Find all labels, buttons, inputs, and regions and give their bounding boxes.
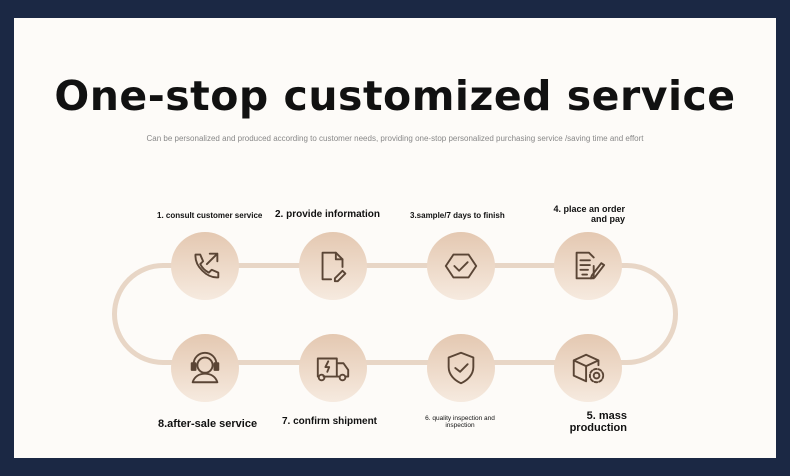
- step-label-7: 7. confirm shipment: [282, 416, 378, 427]
- step-label-2: 2. provide information: [275, 209, 381, 220]
- step-7-circle: [299, 334, 367, 402]
- process-track: [112, 263, 678, 365]
- content-card: [14, 18, 776, 458]
- step-8-circle: [171, 334, 239, 402]
- step-label-1: 1. consult customer service: [157, 211, 263, 220]
- page-subtitle: Can be personalized and produced accordi…: [146, 134, 644, 143]
- page-title: One-stop customized service: [54, 72, 736, 120]
- step-label-8: 8.after-sale service: [158, 418, 258, 430]
- headset-icon: [190, 351, 220, 384]
- document-edit-icon: [321, 251, 347, 283]
- step-6-circle: [427, 334, 495, 402]
- truck-icon: [316, 357, 350, 382]
- step-label-6: 6. quality inspection and inspection: [425, 415, 495, 429]
- step-1-circle: [171, 232, 239, 300]
- step-label-5: 5. mass production: [569, 410, 627, 434]
- step-label-4: 4. place an order and pay: [553, 204, 625, 224]
- step-3-circle: [427, 232, 495, 300]
- form-pen-icon: [575, 251, 606, 280]
- hexagon-check-icon: [444, 253, 478, 279]
- step-4-circle: [554, 232, 622, 300]
- shield-check-icon: [447, 351, 475, 385]
- step-2-circle: [299, 232, 367, 300]
- box-gear-icon: [572, 353, 605, 384]
- step-label-3: 3.sample/7 days to finish: [410, 211, 505, 220]
- phone-icon: [194, 252, 220, 279]
- step-5-circle: [554, 334, 622, 402]
